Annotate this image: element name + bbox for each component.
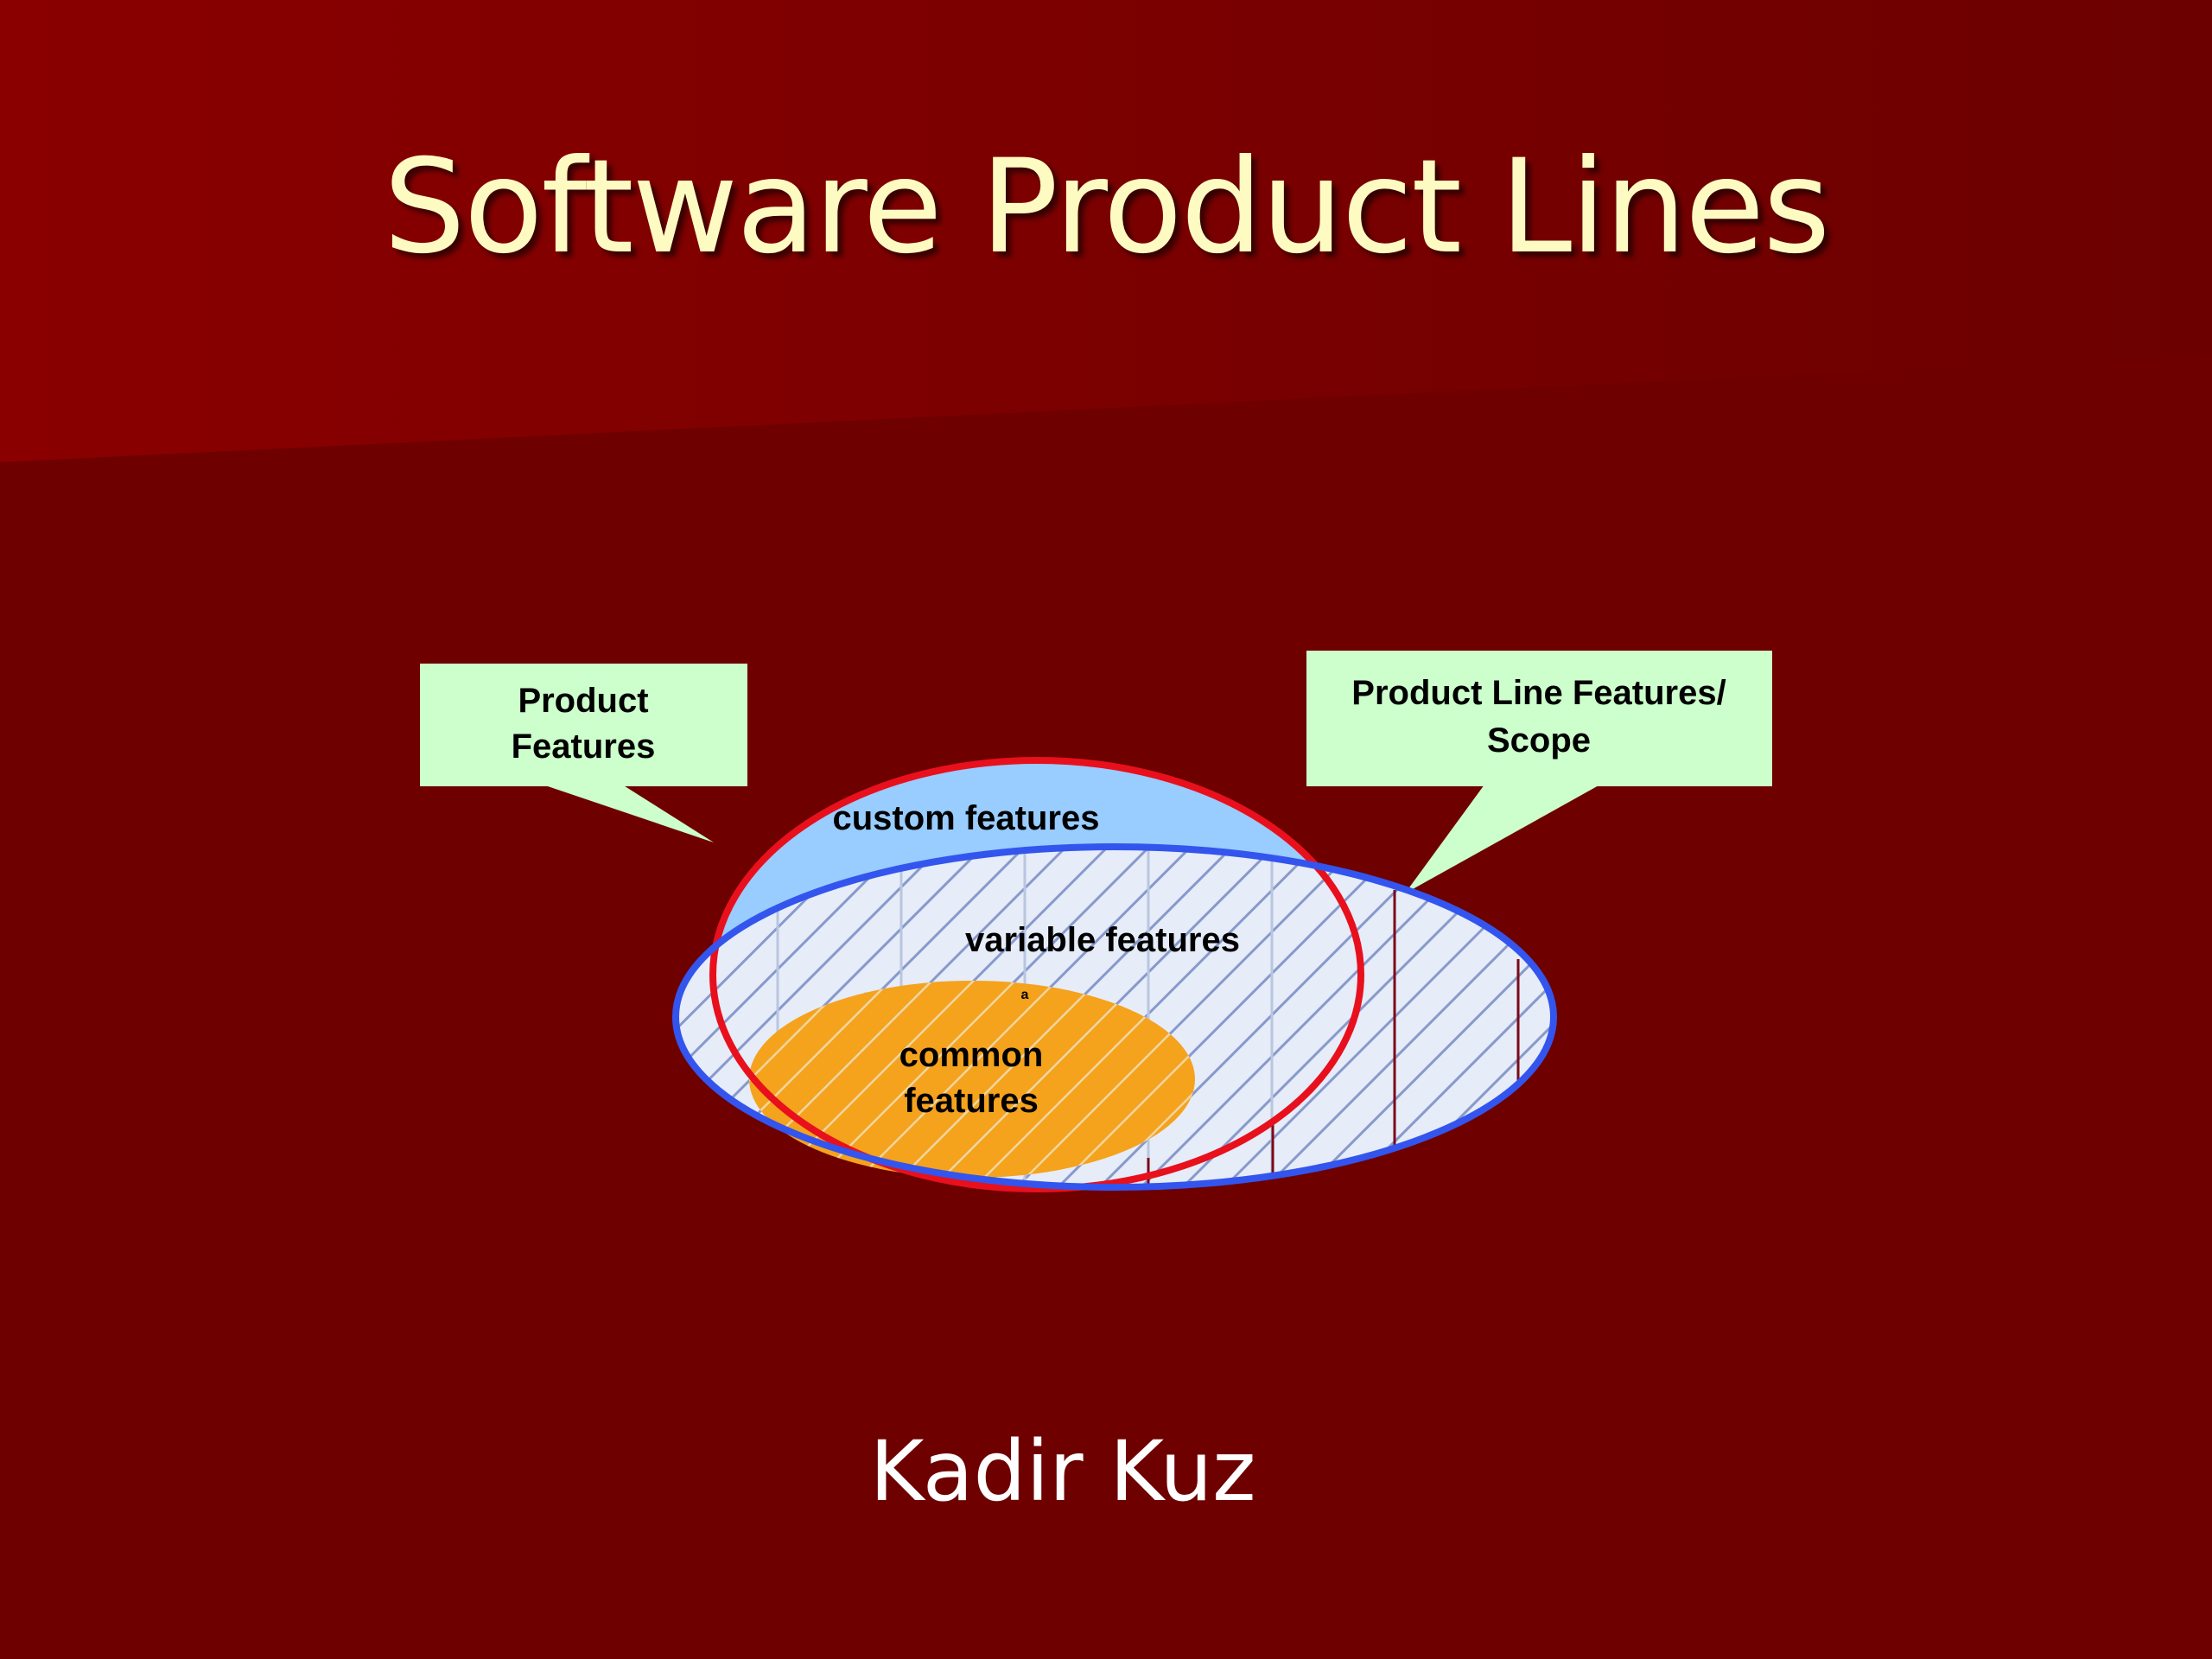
product-features-callout-pointer [543,785,714,842]
stray-mark: a [1021,988,1029,1002]
product-features-outline [709,757,1364,1192]
product-features-label-line1: Product [518,682,648,720]
variable-features-label: variable features [965,921,1240,959]
common-features-label-line2: features [904,1082,1039,1120]
custom-features-label: custom features [833,799,1100,837]
scope-callout: Product Line Features/ Scope [1306,651,1772,893]
scope-label-line1: Product Line Features/ [1351,674,1726,712]
product-features-callout: Product Features [420,664,747,842]
product-features-label-line2: Features [512,728,656,766]
product-line-scope-outline [672,843,1557,1191]
slide-title: Software Product Lines [383,132,1831,283]
scope-callout-pointer [1405,785,1600,893]
scope-callout-box [1306,651,1772,786]
common-features-ellipse [749,981,1195,1178]
author-name: Kadir Kuz [869,1423,1256,1520]
scope-label-line2: Scope [1487,721,1591,760]
common-features-label-line1: common [899,1036,1044,1074]
product-features-callout-box [420,664,747,786]
